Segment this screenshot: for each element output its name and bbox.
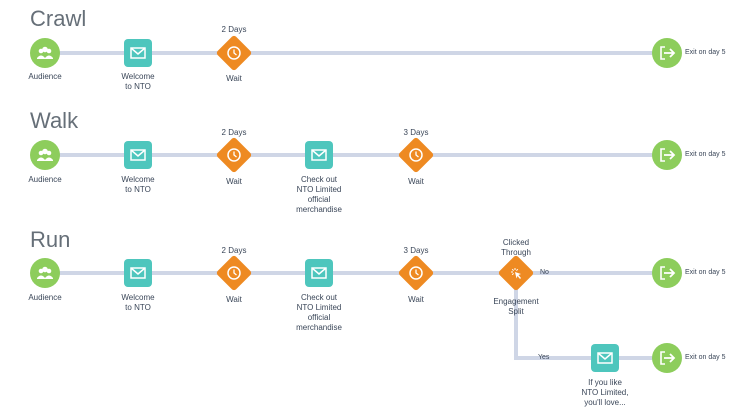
run-yes-label: Yes [538, 354, 550, 361]
run-wait1-days: 2 Days [221, 246, 247, 255]
email-square [305, 259, 333, 287]
walk-exit-node[interactable] [652, 140, 682, 170]
audience-circle [30, 38, 60, 68]
email-square [305, 141, 333, 169]
crawl-wait-label: Wait [226, 74, 242, 83]
run-no-label: No [540, 269, 549, 276]
walk-path-line [45, 153, 667, 157]
envelope-icon [130, 149, 146, 161]
walk-wait2-days: 3 Days [403, 128, 429, 137]
email-square [124, 39, 152, 67]
crawl-email-node[interactable] [124, 39, 152, 67]
clock-icon [227, 46, 241, 60]
clock-icon [227, 266, 241, 280]
walk-wait1-node[interactable] [215, 136, 253, 174]
exit-icon [660, 148, 676, 162]
run-yes-branch-horizontal [514, 356, 667, 360]
run-exit-yes-label: Exit on day 5 [685, 354, 726, 361]
run-audience-label: Audience [28, 293, 62, 302]
crawl-exit-label: Exit on day 5 [685, 49, 726, 56]
exit-icon [660, 266, 676, 280]
crawl-exit-node[interactable] [652, 38, 682, 68]
run-email3-node[interactable] [591, 344, 619, 372]
envelope-icon [130, 267, 146, 279]
run-email1-node[interactable] [124, 259, 152, 287]
walk-exit-label: Exit on day 5 [685, 151, 726, 158]
audience-circle [30, 140, 60, 170]
run-path-line [45, 271, 667, 275]
run-yes-branch-vertical [514, 273, 518, 360]
run-email2-node[interactable] [305, 259, 333, 287]
walk-audience-label: Audience [28, 175, 62, 184]
email-square [124, 259, 152, 287]
crawl-title: Crawl [30, 6, 87, 31]
run-split-bottom-label: Engagement Split [493, 297, 539, 316]
exit-icon [660, 351, 676, 365]
envelope-icon [311, 267, 327, 279]
walk-email2-node[interactable] [305, 141, 333, 169]
crawl-audience-label: Audience [28, 72, 62, 81]
run-email1-label: Welcome to NTO [121, 293, 155, 312]
walk-wait1-label: Wait [226, 177, 242, 186]
envelope-icon [130, 47, 146, 59]
run-exit-no-node[interactable] [652, 258, 682, 288]
run-email2-label: Check out NTO Limited official merchandi… [296, 293, 342, 332]
exit-icon [660, 46, 676, 60]
crawl-email-label: Welcome to NTO [121, 72, 155, 91]
walk-wait1-days: 2 Days [221, 128, 247, 137]
run-email3-label: If you like NTO Limited, you'll love... [581, 378, 629, 407]
run-wait1-label: Wait [226, 295, 242, 304]
crawl-wait-node[interactable] [215, 34, 253, 72]
run-wait2-days: 3 Days [403, 246, 429, 255]
people-icon [37, 266, 53, 279]
walk-email1-label: Welcome to NTO [121, 175, 155, 194]
clock-icon [409, 148, 423, 162]
email-square [591, 344, 619, 372]
audience-circle [30, 258, 60, 288]
crawl-wait-days: 2 Days [221, 25, 247, 34]
crawl-audience-node[interactable] [30, 38, 60, 68]
walk-wait2-node[interactable] [397, 136, 435, 174]
walk-email2-label: Check out NTO Limited official merchandi… [296, 175, 342, 214]
crawl-path-line [45, 51, 667, 55]
clock-icon [409, 266, 423, 280]
walk-audience-node[interactable] [30, 140, 60, 170]
people-icon [37, 148, 53, 161]
run-split-top-label: Clicked Through [501, 238, 531, 257]
email-square [124, 141, 152, 169]
run-exit-yes-node[interactable] [652, 343, 682, 373]
run-wait2-label: Wait [408, 295, 424, 304]
walk-title: Walk [30, 108, 79, 133]
envelope-icon [311, 149, 327, 161]
envelope-icon [597, 352, 613, 364]
walk-wait2-label: Wait [408, 177, 424, 186]
clock-icon [227, 148, 241, 162]
run-wait1-node[interactable] [215, 254, 253, 292]
run-wait2-node[interactable] [397, 254, 435, 292]
people-icon [37, 46, 53, 59]
run-title: Run [30, 227, 71, 252]
run-audience-node[interactable] [30, 258, 60, 288]
walk-email1-node[interactable] [124, 141, 152, 169]
click-icon [511, 268, 521, 279]
run-engagement-split-node[interactable] [497, 254, 535, 292]
run-exit-no-label: Exit on day 5 [685, 269, 726, 276]
